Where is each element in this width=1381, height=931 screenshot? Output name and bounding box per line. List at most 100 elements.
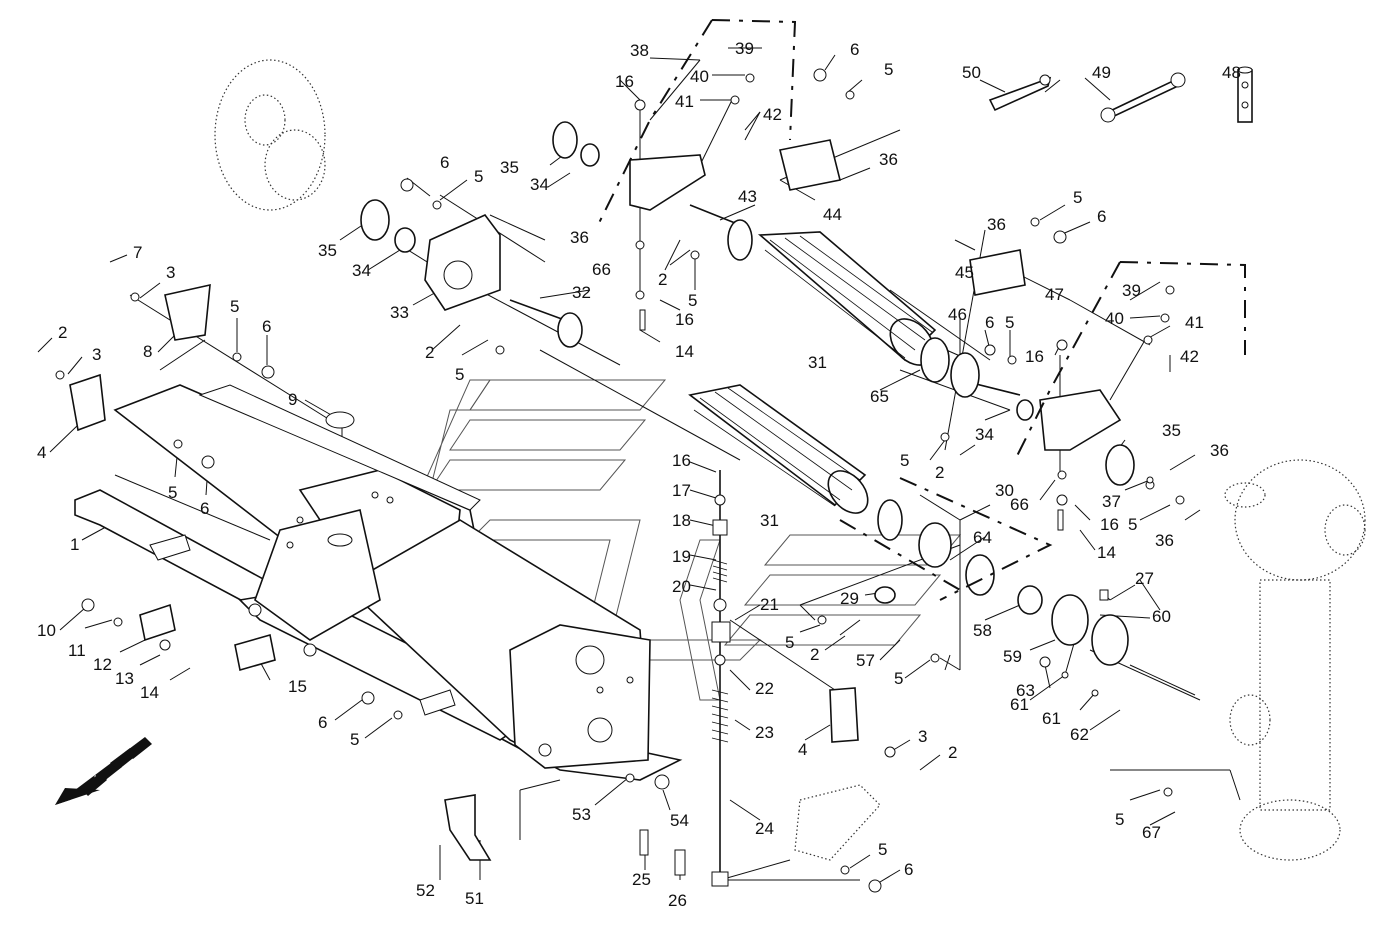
callout-45: 45 (955, 263, 974, 282)
callout-3: 3 (92, 345, 101, 364)
callout-24: 24 (755, 819, 774, 838)
callout-34: 34 (352, 261, 371, 280)
callout-14: 14 (1097, 543, 1116, 562)
callout-31: 31 (760, 511, 779, 530)
callout-6: 6 (440, 153, 449, 172)
callout-6: 6 (318, 713, 327, 732)
callout-7: 7 (133, 243, 142, 262)
callout-37: 37 (1102, 492, 1121, 511)
callout-67: 67 (1142, 823, 1161, 842)
callout-19: 19 (672, 547, 691, 566)
callout-5: 5 (785, 633, 794, 652)
bearings (360, 121, 1135, 666)
callout-36: 36 (879, 150, 898, 169)
callout-5: 5 (350, 730, 359, 749)
callout-16: 16 (1025, 347, 1044, 366)
callout-12: 12 (93, 655, 112, 674)
callout-labels: 1 2 2 2 2 2 2 2 3 3 3 4 4 5 5 5 5 5 5 5 … (37, 39, 1241, 910)
callout-49: 49 (1092, 63, 1111, 82)
callout-5: 5 (688, 291, 697, 310)
callout-3: 3 (166, 263, 175, 282)
callout-4: 4 (798, 740, 807, 759)
callout-38: 38 (630, 41, 649, 60)
callout-21: 21 (760, 595, 779, 614)
callout-27: 27 (1135, 569, 1154, 588)
main-frame (74, 384, 683, 781)
callout-16: 16 (675, 310, 694, 329)
callout-29: 29 (840, 589, 859, 608)
callout-34: 34 (975, 425, 994, 444)
callout-6: 6 (262, 317, 271, 336)
callout-51: 51 (465, 889, 484, 908)
callout-65: 65 (870, 387, 889, 406)
callout-61: 61 (1010, 695, 1029, 714)
callout-5: 5 (878, 840, 887, 859)
callout-2: 2 (810, 645, 819, 664)
callout-64: 64 (973, 528, 992, 547)
callout-41: 41 (675, 92, 694, 111)
callout-60: 60 (1152, 607, 1171, 626)
callout-8: 8 (143, 342, 152, 361)
callout-5: 5 (884, 60, 893, 79)
tools-and-small-parts (444, 66, 1253, 861)
callout-40: 40 (1105, 309, 1124, 328)
callout-18: 18 (672, 511, 691, 530)
callout-16: 16 (672, 451, 691, 470)
callout-10: 10 (37, 621, 56, 640)
callout-22: 22 (755, 679, 774, 698)
callout-2: 2 (658, 270, 667, 289)
callout-32: 32 (572, 283, 591, 302)
callout-6: 6 (1097, 207, 1106, 226)
callout-30: 30 (995, 481, 1014, 500)
callout-59: 59 (1003, 647, 1022, 666)
callout-48: 48 (1222, 63, 1241, 82)
spring-assembly (711, 470, 731, 887)
callout-2: 2 (425, 343, 434, 362)
callout-5: 5 (1128, 515, 1137, 534)
callout-5: 5 (1115, 810, 1124, 829)
callout-40: 40 (690, 67, 709, 86)
callout-6: 6 (200, 499, 209, 518)
callout-14: 14 (140, 683, 159, 702)
callout-5: 5 (168, 483, 177, 502)
callout-35: 35 (500, 158, 519, 177)
callout-34: 34 (530, 175, 549, 194)
callout-63: 63 (1016, 681, 1035, 700)
callout-39: 39 (1122, 281, 1141, 300)
callout-42: 42 (763, 105, 782, 124)
roller-upper (757, 231, 937, 366)
callout-5: 5 (474, 167, 483, 186)
callout-20: 20 (672, 577, 691, 596)
callout-6: 6 (904, 860, 913, 879)
callout-6: 6 (985, 313, 994, 332)
impeller-parts (877, 499, 995, 596)
callout-36: 36 (1210, 441, 1229, 460)
callout-2: 2 (935, 463, 944, 482)
callout-25: 25 (632, 870, 651, 889)
fasteners (55, 68, 1185, 893)
callout-1: 1 (70, 535, 79, 554)
callout-61: 61 (1042, 709, 1061, 728)
callout-35: 35 (318, 241, 337, 260)
bearing-plates (69, 139, 1122, 743)
callout-15: 15 (288, 677, 307, 696)
callout-16: 16 (615, 72, 634, 91)
roller-lower (688, 384, 869, 514)
callout-5: 5 (894, 669, 903, 688)
callout-11: 11 (68, 641, 86, 660)
callout-54: 54 (670, 811, 689, 830)
callout-62: 62 (1070, 725, 1089, 744)
callout-36: 36 (987, 215, 1006, 234)
callout-41: 41 (1185, 313, 1204, 332)
callout-47: 47 (1045, 285, 1064, 304)
callout-5: 5 (230, 297, 239, 316)
callout-23: 23 (755, 723, 774, 742)
callout-5: 5 (1073, 188, 1082, 207)
callout-2: 2 (948, 743, 957, 762)
callout-13: 13 (115, 669, 134, 688)
callout-44: 44 (823, 205, 842, 224)
callout-66: 66 (1010, 495, 1029, 514)
callout-57: 57 (856, 651, 875, 670)
shafts (509, 204, 1021, 398)
